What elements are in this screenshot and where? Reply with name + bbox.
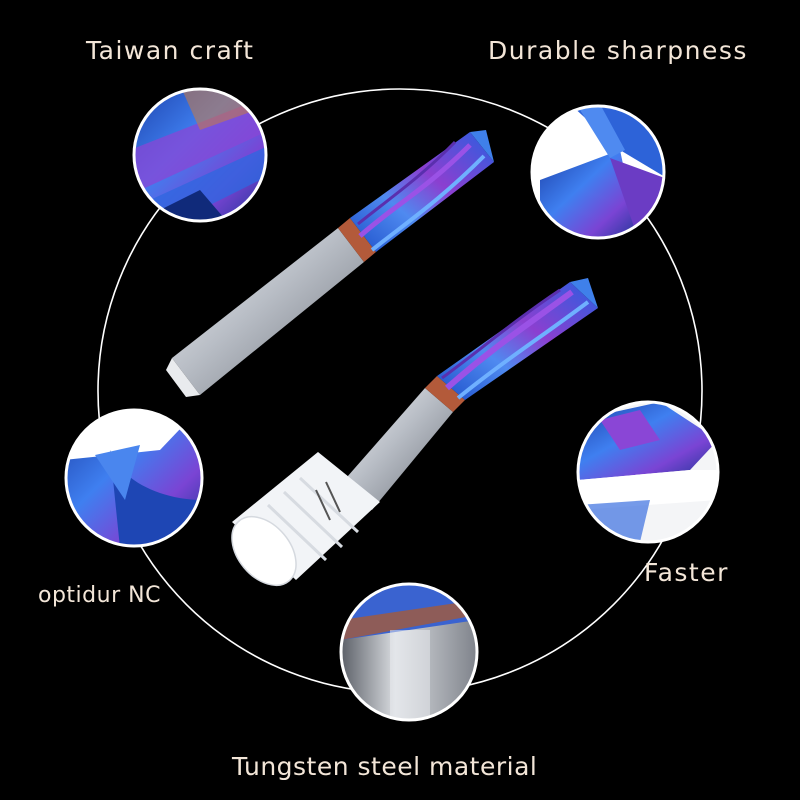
label-faster: Faster [644, 558, 729, 587]
white-collar-sleeve [231, 452, 380, 586]
detail-bubble-taiwan-craft [132, 87, 268, 223]
label-taiwan-craft: Taiwan craft [86, 36, 255, 65]
detail-bubble-optidur-nc [64, 408, 204, 548]
detail-bubble-faster [576, 400, 720, 544]
label-tungsten-steel: Tungsten steel material [232, 752, 538, 781]
end-mill-tool-right [340, 278, 598, 510]
detail-bubble-durable-sharpness [530, 104, 666, 240]
detail-bubble-tungsten-steel [339, 582, 479, 722]
label-optidur-nc: optidur NC [38, 583, 161, 608]
end-mill-tool-left [166, 130, 494, 397]
label-durable-sharpness: Durable sharpness [488, 36, 748, 65]
